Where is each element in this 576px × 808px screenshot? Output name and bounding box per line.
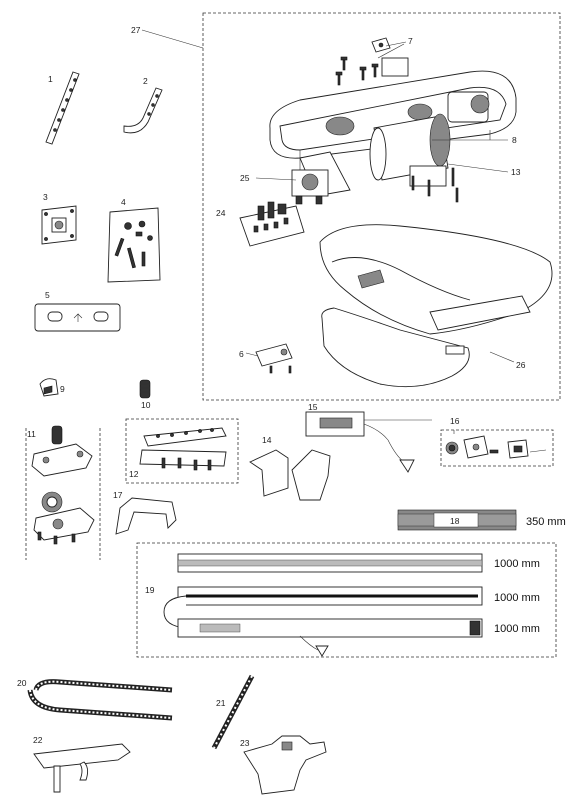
part-23-bracket [243, 735, 327, 795]
part-16-group-box [440, 429, 554, 467]
label-18: 18 [450, 516, 460, 526]
label-12: 12 [129, 469, 139, 479]
part-8-motor [369, 113, 451, 181]
label-15: 15 [308, 402, 318, 412]
label-6: 6 [239, 349, 244, 359]
label-27: 27 [131, 25, 141, 35]
label-11: 11 [27, 429, 36, 439]
part-14-brackets [249, 449, 331, 501]
label-5: 5 [45, 290, 50, 300]
label-1: 1 [48, 74, 53, 84]
part-7-screws [335, 37, 409, 86]
part-6-connector [255, 343, 293, 374]
part-16-tensioner [445, 435, 547, 459]
part-9-clip [39, 378, 59, 397]
leader-lines [141, 29, 515, 434]
label-20: 20 [17, 678, 27, 688]
part-22-bracket [33, 743, 131, 793]
dimension-19-middle: 1000 mm [494, 592, 540, 604]
label-24: 24 [216, 208, 226, 218]
part-25-gear-block [291, 169, 329, 205]
dimension-labels: 350 mm 1000 mm 1000 mm 1000 mm [494, 516, 566, 635]
part-3-mounting-plate [41, 205, 77, 245]
part-1-strip [45, 71, 80, 145]
label-2: 2 [143, 76, 148, 86]
dimension-19-top: 1000 mm [494, 558, 540, 570]
label-26: 26 [516, 360, 526, 370]
motor-housing [269, 70, 517, 170]
label-21: 21 [216, 698, 226, 708]
part-labels: 27 1 2 7 8 13 25 3 4 24 5 6 26 9 10 15 1… [17, 25, 526, 748]
dimension-18: 350 mm [526, 516, 566, 528]
part-2-curved-bracket [123, 87, 163, 134]
part-11-trolley [31, 425, 95, 545]
motor-unit-group-box [202, 12, 561, 401]
part-12-group-box [125, 418, 239, 484]
label-25: 25 [240, 173, 250, 183]
part-20-belt [27, 679, 173, 721]
part-21-chain [211, 674, 255, 750]
part-12-rail-guide [139, 427, 227, 471]
label-7: 7 [408, 36, 413, 46]
label-22: 22 [33, 735, 43, 745]
label-23: 23 [240, 738, 250, 748]
label-19: 19 [145, 585, 155, 595]
part-19-rail-set [163, 553, 483, 657]
label-16: 16 [450, 416, 460, 426]
label-10: 10 [141, 400, 151, 410]
part-15-sensor [305, 411, 432, 473]
part-18-rail [397, 509, 517, 531]
label-13: 13 [511, 167, 521, 177]
dimension-19-bottom: 1000 mm [494, 623, 540, 635]
part-26-covers [319, 224, 553, 388]
label-14: 14 [262, 435, 272, 445]
part-17-bracket [115, 497, 177, 535]
part-5-bracket-plate [34, 303, 121, 332]
label-17: 17 [113, 490, 123, 500]
part-4-screw-bag [107, 207, 161, 283]
part-11-group-lines [25, 428, 101, 560]
label-8: 8 [512, 135, 517, 145]
label-4: 4 [121, 197, 126, 207]
rail-group-box [136, 542, 557, 658]
label-3: 3 [43, 192, 48, 202]
part-24-circuit-board [239, 201, 305, 247]
label-9: 9 [60, 384, 65, 394]
part-10-spring [139, 379, 151, 399]
